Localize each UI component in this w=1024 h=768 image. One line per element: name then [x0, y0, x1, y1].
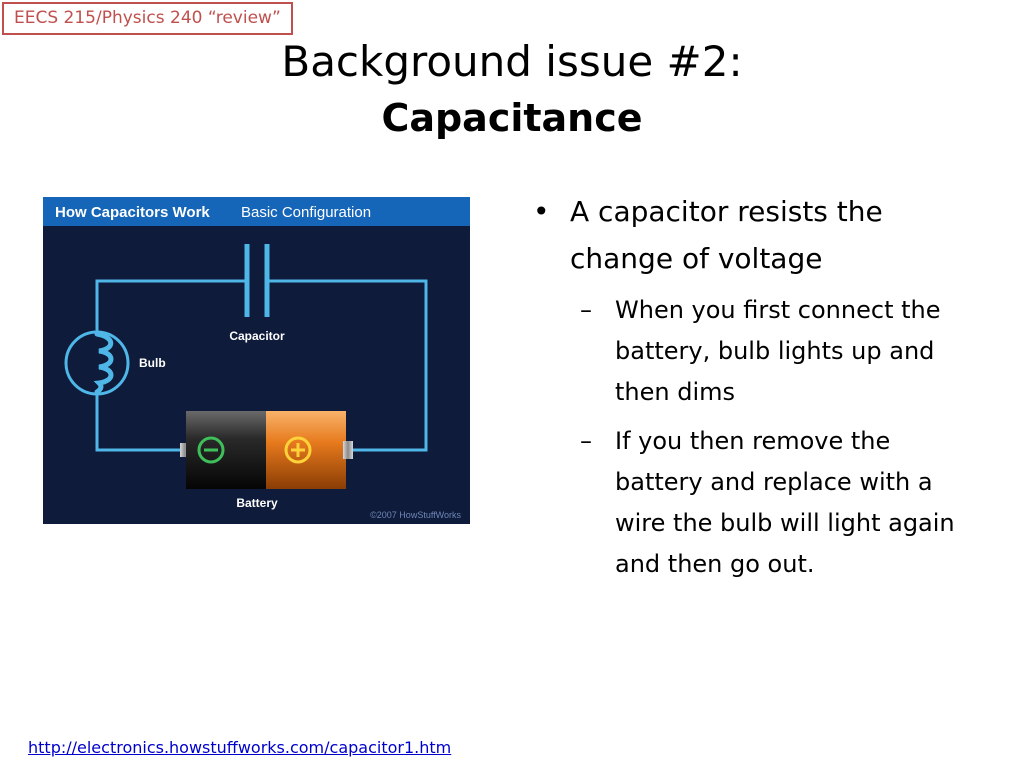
- diagram-header-bar: [43, 197, 470, 226]
- course-tag: EECS 215/Physics 240 “review”: [2, 2, 293, 35]
- capacitor-plates: [244, 244, 270, 317]
- title-line-1: Background issue #2:: [281, 37, 743, 86]
- slide-title: Background issue #2: Capacitance: [0, 34, 1024, 146]
- diagram-header-bold: How Capacitors Work: [55, 204, 210, 221]
- bulb-label: Bulb: [139, 356, 166, 370]
- capacitor-diagram: How Capacitors Work Basic Configuration …: [43, 197, 470, 524]
- sub-bullet-item: – When you first connect the battery, bu…: [570, 290, 973, 413]
- dash-marker: –: [580, 427, 592, 455]
- bulb-icon: [64, 330, 130, 396]
- battery-icon: [180, 411, 353, 489]
- sub-bullet-text: If you then remove the battery and repla…: [615, 427, 955, 578]
- plus-icon: [284, 436, 312, 464]
- circuit-wires: [95, 279, 428, 452]
- battery-label: Battery: [236, 496, 278, 510]
- source-link[interactable]: http://electronics.howstuffworks.com/cap…: [28, 738, 452, 757]
- bullet-text: A capacitor resists the change of voltag…: [570, 195, 883, 275]
- capacitor-label: Capacitor: [229, 329, 285, 343]
- bullet-list: • A capacitor resists the change of volt…: [533, 188, 973, 585]
- diagram-copyright: ©2007 HowStuffWorks: [370, 510, 461, 520]
- bullet-item: • A capacitor resists the change of volt…: [533, 188, 973, 282]
- sub-bullet-item: – If you then remove the battery and rep…: [570, 421, 973, 585]
- diagram-header-sub: Basic Configuration: [241, 204, 371, 221]
- dash-marker: –: [580, 296, 592, 324]
- sub-bullet-text: When you first connect the battery, bulb…: [615, 296, 941, 406]
- bullet-marker: •: [533, 195, 550, 228]
- title-line-2: Capacitance: [381, 96, 643, 140]
- minus-icon: [197, 436, 225, 464]
